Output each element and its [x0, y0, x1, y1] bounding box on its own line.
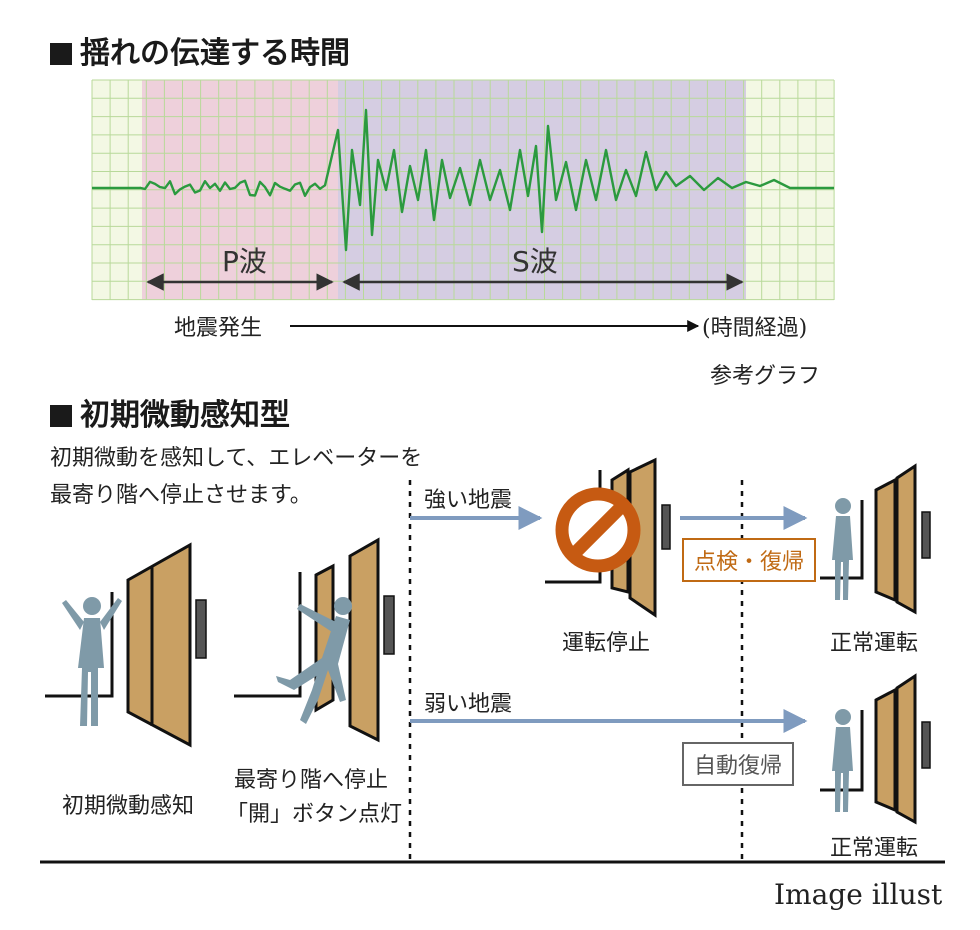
- elevator-door-5: [820, 673, 931, 825]
- section2-heading-text: 初期微動感知型: [80, 398, 290, 433]
- description-line-2: 最寄り階へ停止させます。: [50, 483, 312, 508]
- inspection-recovery-box: 点検・復帰: [682, 538, 817, 582]
- quake-start-label: 地震発生: [174, 316, 263, 341]
- person-standing-icon-1: [832, 498, 853, 600]
- square-bullet-icon: [50, 43, 72, 65]
- section1-heading: 揺れの伝達する時間: [50, 28, 350, 72]
- image-note: Image illust: [774, 878, 943, 911]
- elevator-door-1: [45, 542, 207, 748]
- section2-heading: 初期微動感知型: [50, 390, 290, 434]
- time-elapsed-label: (時間経過): [702, 316, 808, 341]
- person-running-icon: [276, 597, 352, 724]
- seismic-wave: [92, 108, 834, 252]
- chart-grid: [91, 79, 835, 301]
- stop-label: 運転停止: [562, 631, 651, 656]
- weak-quake-label: 弱い地震: [424, 692, 513, 717]
- normal-operation-bottom: 正常運転: [830, 836, 919, 861]
- s-wave-label: S波: [512, 245, 558, 278]
- person-standing-icon-2: [832, 709, 853, 812]
- detect-label: 初期微動感知: [62, 794, 195, 819]
- auto-recovery-box: 自動復帰: [682, 742, 795, 786]
- elevator-door-4: [820, 463, 931, 615]
- normal-operation-top: 正常運転: [830, 631, 919, 656]
- square-bullet-icon: [50, 405, 72, 427]
- floor-stop-line-1: 最寄り階へ停止: [234, 768, 389, 793]
- strong-quake-label: 強い地震: [424, 488, 513, 513]
- chart-caption: 参考グラフ: [710, 364, 821, 389]
- section1-heading-text: 揺れの伝達する時間: [80, 36, 350, 71]
- p-wave-label: P波: [222, 245, 267, 278]
- description-line-1: 初期微動を感知して、エレベーターを: [50, 446, 423, 471]
- no-entry-icon: [555, 487, 641, 573]
- person-hands-up-icon: [62, 597, 122, 726]
- elevator-door-2: [234, 537, 395, 743]
- floor-stop-line-2: 「開」ボタン点灯: [226, 802, 403, 827]
